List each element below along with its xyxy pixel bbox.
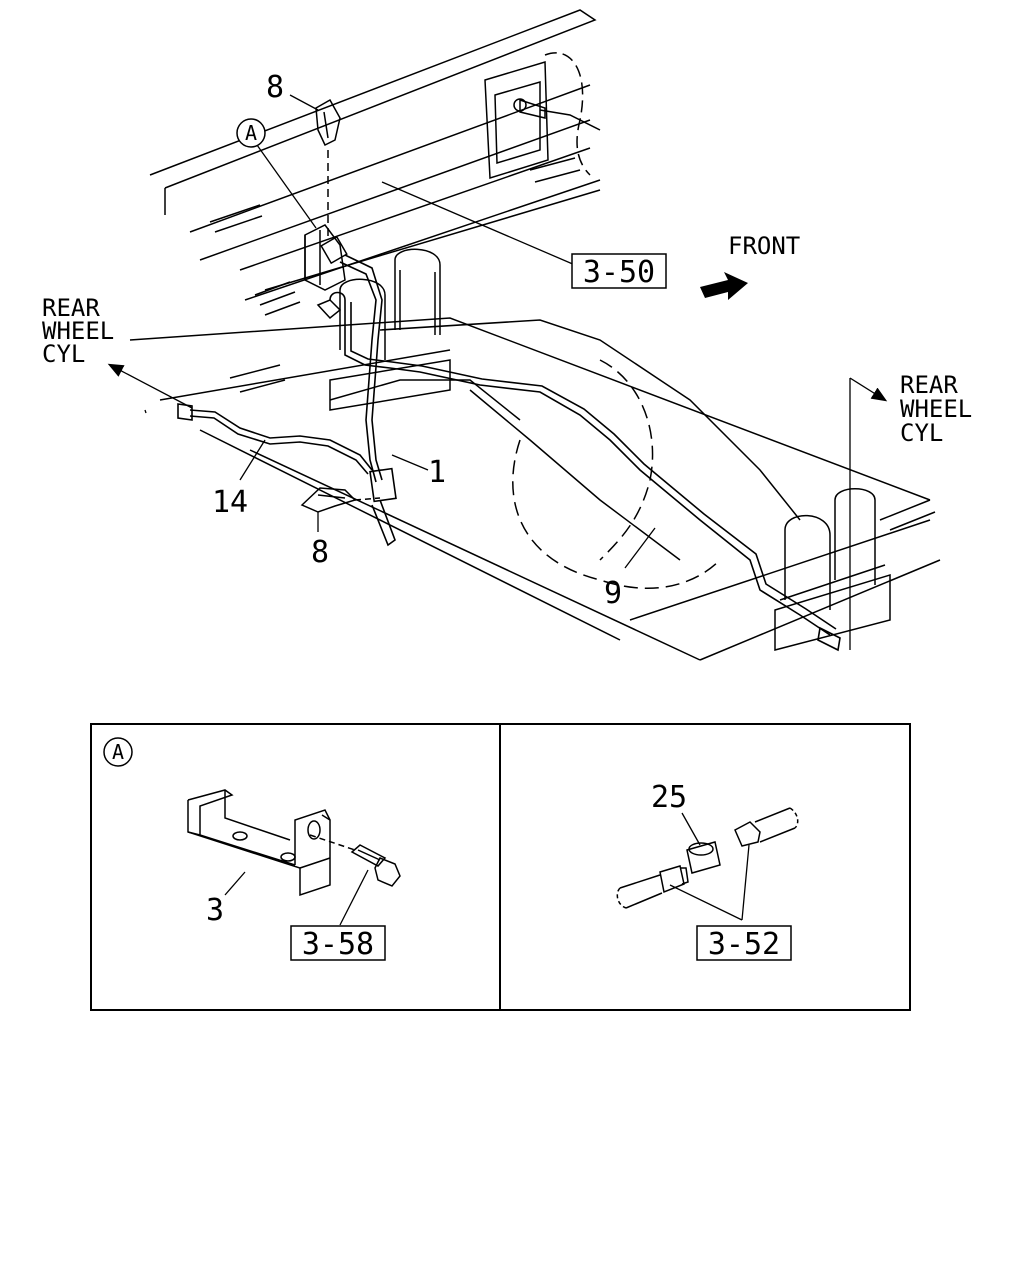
rear-wheel-cyl-left-line3: CYL [42, 340, 85, 368]
detail-a-marker-circle [236, 118, 266, 148]
ref-box-frame [571, 253, 667, 289]
rear-wheel-cyl-left-line1: REAR [42, 294, 100, 322]
brake-pipe-14 [177, 403, 373, 475]
detail-a-leaders [224, 869, 369, 926]
callout-clip-bottom: 8 [311, 535, 329, 570]
callout-pipe-right: 9 [604, 576, 622, 611]
ref-box-fitting [696, 925, 792, 961]
rear-wheel-cyl-right-line2: WHEEL [900, 395, 972, 423]
callout-hose: 1 [428, 455, 446, 490]
flange-bolt [350, 844, 401, 887]
detail-a-label: A [112, 740, 124, 764]
ref-box-bolt [290, 925, 386, 961]
hose-bracket [304, 224, 348, 320]
ref-box-fitting-text: 3-52 [708, 927, 780, 962]
leader-lines [107, 94, 888, 650]
callout-bracket: 3 [206, 893, 224, 928]
detail-a-circle [103, 737, 133, 767]
rear-wheel-cyl-right-line3: CYL [900, 419, 943, 447]
bracket-part [187, 789, 356, 897]
rear-wheel-cyl-right-line1: REAR [900, 371, 958, 399]
ref-box-frame-text: 3-50 [583, 255, 655, 290]
detail-a-marker-text: A [245, 121, 257, 145]
front-arrow-icon [700, 272, 748, 300]
chassis-frame-rail [149, 9, 601, 316]
callout-union: 25 [651, 780, 687, 815]
pipe-joint [616, 807, 799, 909]
brake-pipe-9 [329, 291, 841, 652]
rear-axle-housing [129, 248, 941, 661]
callout-clip-top: 8 [266, 70, 284, 105]
callout-pipe-left: 14 [212, 485, 248, 520]
rear-wheel-cyl-left-line2: WHEEL [42, 317, 114, 345]
detail-b-leaders [669, 812, 750, 921]
detail-a: A 3 3-58 [103, 737, 401, 962]
clip-top [315, 98, 341, 240]
ref-box-bolt-text: 3-58 [302, 927, 374, 962]
detail-b: 25 3-52 [616, 780, 799, 962]
flexible-brake-hose [339, 254, 397, 547]
front-label: FRONT [728, 232, 800, 260]
